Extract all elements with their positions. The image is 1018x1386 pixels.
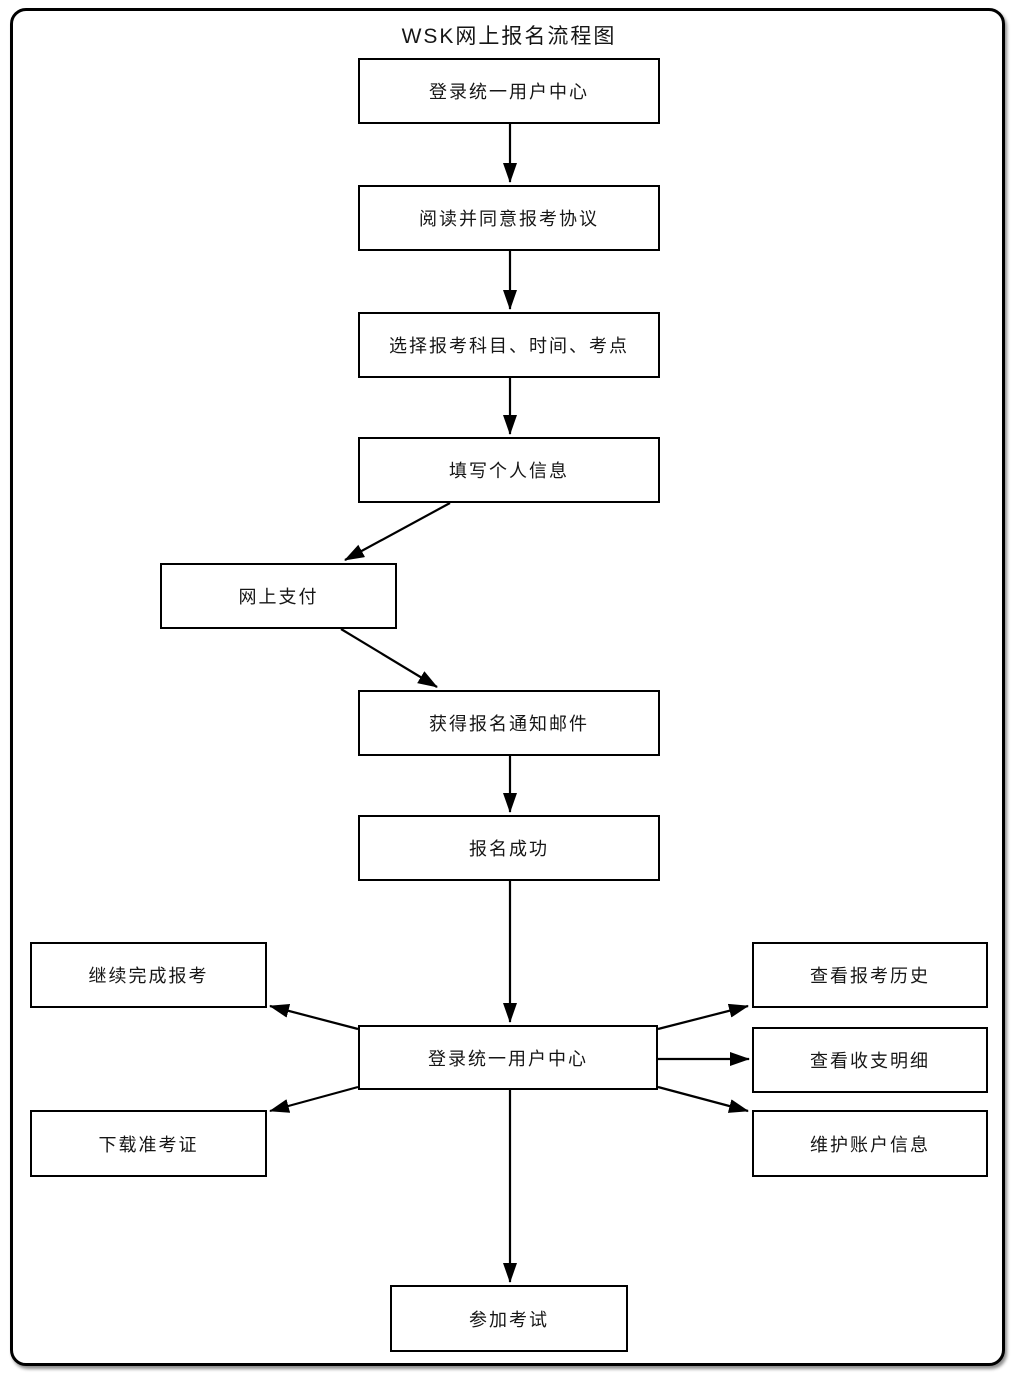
flow-node-label: 填写个人信息 xyxy=(449,461,569,481)
flow-node-label: 登录统一用户中心 xyxy=(429,82,589,102)
flow-node-label: 继续完成报考 xyxy=(88,966,209,986)
arrow-fill-info-to-payment xyxy=(344,502,451,561)
arrow-login-center-to-maintain xyxy=(657,1085,749,1113)
flow-node-label: 网上支付 xyxy=(238,587,319,607)
flow-node-label: 获得报名通知邮件 xyxy=(429,714,589,734)
flow-node-continue-register: 继续完成报考 xyxy=(30,942,267,1008)
flow-node-fill-personal-info: 填写个人信息 xyxy=(358,437,660,503)
arrow-login-center-to-download xyxy=(269,1085,359,1113)
flow-node-download-admission-ticket: 下载准考证 xyxy=(30,1110,267,1177)
diagram-title: WSK网上报名流程图 xyxy=(401,25,617,48)
flow-node-label: 选择报考科目、时间、考点 xyxy=(389,336,629,356)
flow-node-register-success: 报名成功 xyxy=(358,815,660,881)
flow-node-view-payment-details: 查看收支明细 xyxy=(752,1027,988,1093)
flow-node-label: 下载准考证 xyxy=(98,1134,199,1155)
flow-node-login-center: 登录统一用户中心 xyxy=(358,1025,658,1090)
flow-node-label: 登录统一用户中心 xyxy=(428,1048,588,1069)
arrow-payment-to-email xyxy=(340,628,438,688)
arrow-login-center-to-continue xyxy=(269,1004,359,1031)
flow-node-label: 查看收支明细 xyxy=(810,1051,930,1071)
flow-node-label: 维护账户信息 xyxy=(810,1134,930,1155)
flow-node-view-register-history: 查看报考历史 xyxy=(752,942,988,1008)
flow-node-label: 查看报考历史 xyxy=(810,966,930,986)
flow-node-maintain-account-info: 维护账户信息 xyxy=(752,1110,988,1177)
flow-node-online-payment: 网上支付 xyxy=(160,563,397,629)
flow-node-take-exam: 参加考试 xyxy=(390,1285,628,1352)
flow-node-get-email: 获得报名通知邮件 xyxy=(358,690,660,756)
flow-node-label: 参加考试 xyxy=(469,1309,549,1330)
flow-node-read-agreement: 阅读并同意报考协议 xyxy=(358,185,660,251)
arrow-login-center-to-history xyxy=(657,1003,749,1031)
flow-node-login-top: 登录统一用户中心 xyxy=(358,58,660,124)
flow-node-label: 报名成功 xyxy=(469,839,549,859)
flow-node-choose-subject: 选择报考科目、时间、考点 xyxy=(358,312,660,378)
flow-node-label: 阅读并同意报考协议 xyxy=(419,209,599,229)
